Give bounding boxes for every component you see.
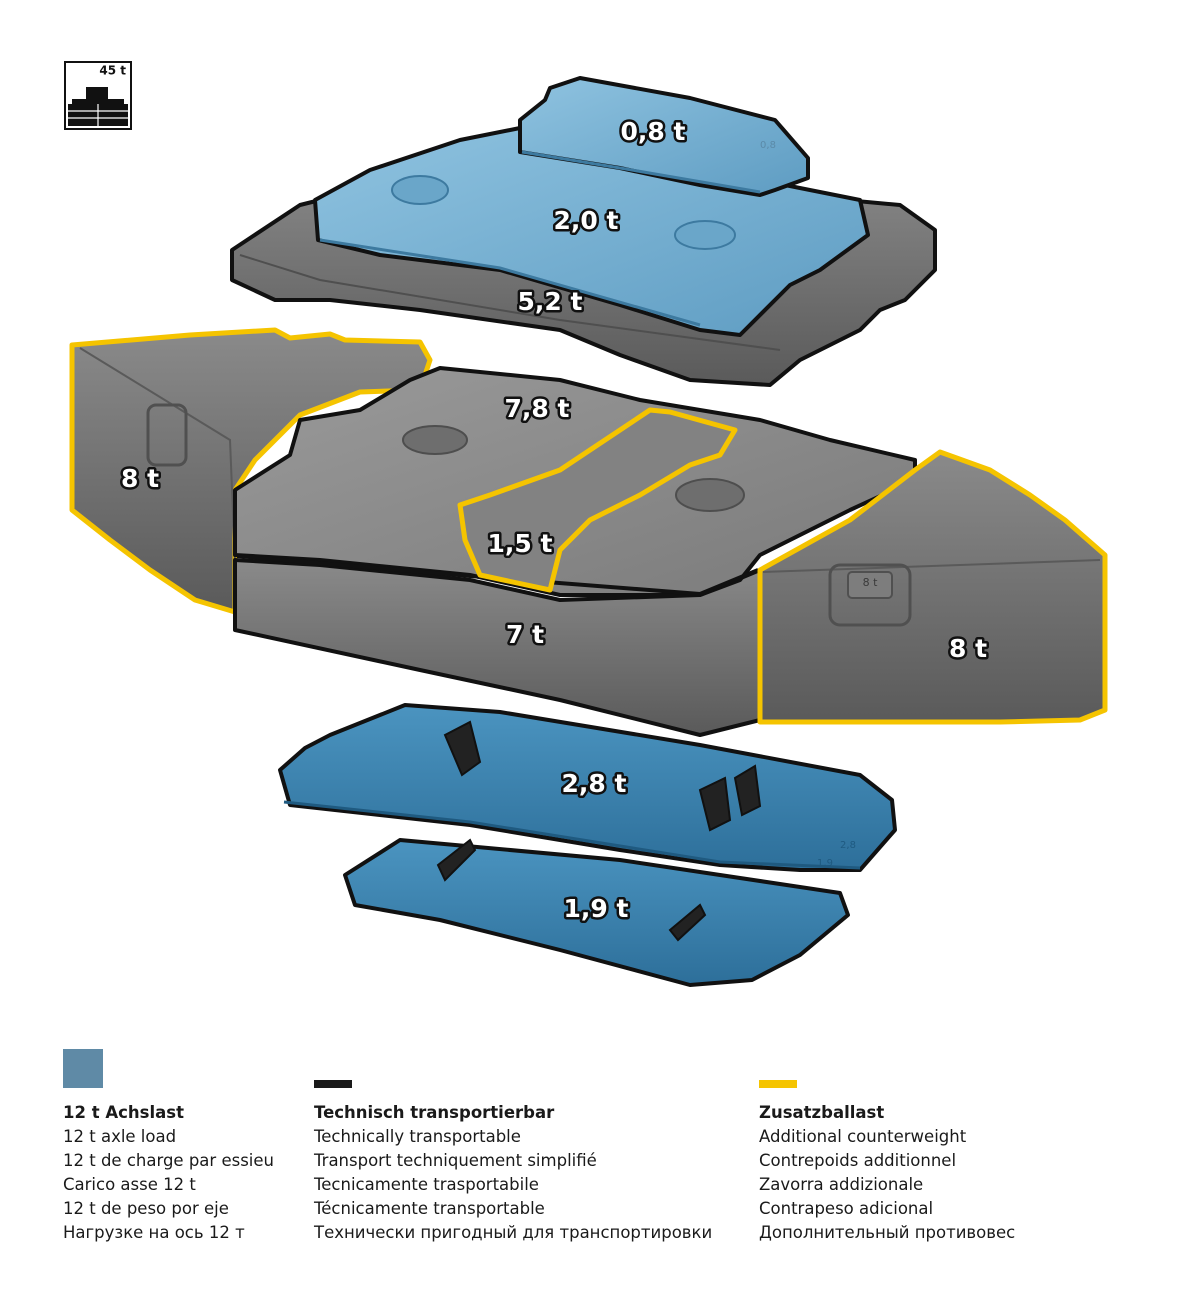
legend-transport-title: Technisch transportierbar <box>314 1103 555 1122</box>
crane-on-ballast-icon <box>64 61 132 130</box>
weight-label-1-9t: 1,9 t <box>564 894 629 923</box>
legend-transport: Technisch transportierbar Technically tr… <box>314 1101 712 1245</box>
legend-swatch-extra <box>759 1080 797 1088</box>
legend-axle-title: 12 t Achslast <box>63 1103 184 1122</box>
legend-extra-title: Zusatzballast <box>759 1103 885 1122</box>
legend-axle: 12 t Achslast 12 t axle load 12 t de cha… <box>63 1101 274 1245</box>
block-1-9t <box>343 838 850 987</box>
block-0-8t <box>518 76 810 197</box>
legend-transport-line: Transport techniquement simplifié <box>314 1151 597 1170</box>
engraved-1-9: 1,9 <box>817 858 833 869</box>
weight-label-1-5t: 1,5 t <box>488 529 553 558</box>
block-1-5t <box>457 407 738 593</box>
legend-extra-line: Contrapeso adicional <box>759 1199 934 1218</box>
badge-value: 45 t <box>99 64 126 78</box>
engraved-8t: 8 t <box>863 576 878 589</box>
legend-transport-line: Tecnicamente trasportabile <box>314 1175 539 1194</box>
legend-extra: Zusatzballast Additional counterweight C… <box>759 1101 1015 1245</box>
weight-label-7-8t: 7,8 t <box>505 394 570 423</box>
counterweight-diagram: 45 t <box>64 61 1108 987</box>
weight-label-8t-right: 8 t <box>949 634 987 663</box>
block-2-8t <box>278 703 897 872</box>
legend-axle-line: 12 t axle load <box>63 1127 177 1146</box>
block-8t-right <box>757 449 1108 725</box>
legend-transport-line: Технически пригодный для транспортировки <box>314 1223 713 1242</box>
weight-label-8t-left: 8 t <box>121 464 159 493</box>
block-8t-left <box>69 327 433 615</box>
legend-transport-line: Técnicamente transportable <box>314 1199 545 1218</box>
weight-label-5-2t: 5,2 t <box>518 287 583 316</box>
legend-extra-line: Zavorra addizionale <box>759 1175 924 1194</box>
engraved-0-8: 0,8 <box>760 140 776 151</box>
legend-axle-line: Нагрузке на ось 12 т <box>63 1223 245 1242</box>
weight-label-2-8t: 2,8 t <box>562 769 627 798</box>
weight-label-7t: 7 t <box>506 620 544 649</box>
legend-extra-line: Дополнительный противовес <box>759 1223 1016 1242</box>
weight-label-0-8t: 0,8 t <box>621 117 686 146</box>
weight-label-2-0t: 2,0 t <box>554 206 619 235</box>
engraved-2-8: 2,8 <box>840 840 856 851</box>
legend-axle-line: 12 t de charge par essieu <box>63 1151 274 1170</box>
legend-extra-line: Additional counterweight <box>759 1127 967 1146</box>
legend-swatch-transport <box>314 1080 352 1088</box>
legend-swatch-axle <box>63 1049 103 1088</box>
legend-extra-line: Contrepoids additionnel <box>759 1151 957 1170</box>
legend-axle-line: 12 t de peso por eje <box>63 1199 229 1218</box>
legend-transport-line: Technically transportable <box>314 1127 521 1146</box>
legend-axle-line: Carico asse 12 t <box>63 1175 196 1194</box>
